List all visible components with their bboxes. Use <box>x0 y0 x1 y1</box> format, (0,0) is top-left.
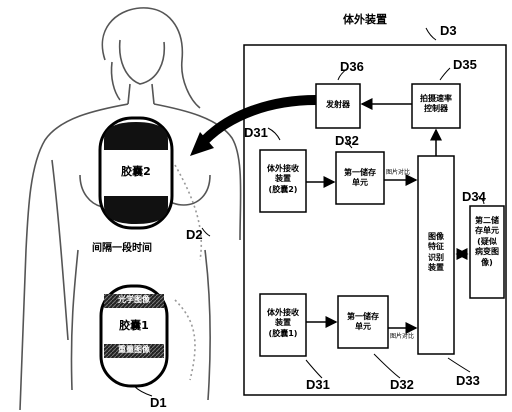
label-d32-bottom: D32 <box>390 377 414 392</box>
receiver-bottom-text-1: 体外接收 <box>267 308 299 317</box>
identifier-text-4: 装置 <box>428 263 444 273</box>
receiver-top-text-2: 装置 <box>275 174 291 184</box>
label-d36: D36 <box>340 59 364 74</box>
label-d35: D35 <box>453 57 477 72</box>
transmitter-label: 发射器 <box>316 100 360 110</box>
capsule-2 <box>98 116 174 230</box>
receiver-bottom-text-2: 装置 <box>275 318 291 328</box>
storage1-bottom-label: 第一储存 单元 <box>338 312 388 333</box>
capsule-1-label: 胶囊1 <box>119 319 149 332</box>
storage2-text-1: 第二储 <box>475 216 499 225</box>
receiver-top-text-3: (胶囊2) <box>268 184 298 194</box>
capsule-1-band-top: 光学图像 <box>118 295 150 304</box>
storage1-top-text-2: 单元 <box>352 178 368 188</box>
label-d1: D1 <box>150 395 167 410</box>
storage2-label: 第二储 存单元 (疑似 病变图 像) <box>470 216 504 268</box>
identifier-text-2: 特征 <box>428 242 444 252</box>
connectors <box>306 98 469 334</box>
label-d31-bottom: D31 <box>306 377 330 392</box>
transmitter-block <box>315 83 361 129</box>
storage1-top-label: 第一储存 单元 <box>336 168 384 189</box>
identifier-block <box>417 155 455 355</box>
edge-label-bottom: 图片对比 <box>390 333 415 340</box>
receiver-bottom-text-3: (胶囊1) <box>268 328 298 338</box>
controller-text-2: 控制器 <box>424 104 448 114</box>
storage2-text-4: 病变图 <box>475 247 499 257</box>
controller-text-1: 拍摄速率 <box>420 94 452 103</box>
label-d34: D34 <box>462 189 486 204</box>
external-device-title: 体外装置 <box>343 13 387 26</box>
capsule-2-label: 胶囊2 <box>121 165 151 178</box>
identifier-text-1: 图像 <box>428 232 444 241</box>
storage2-text-3: (疑似 <box>477 236 497 246</box>
label-d33: D33 <box>456 373 480 388</box>
receiver-top-block <box>259 149 307 213</box>
identifier-label: 图像 特征 识别 装置 <box>418 232 454 274</box>
storage2-text-5: 像) <box>481 257 493 267</box>
receiver-bottom-block <box>259 293 307 357</box>
external-device-frame <box>243 44 507 396</box>
label-leaders <box>133 27 485 397</box>
label-d2: D2 <box>186 227 203 242</box>
controller-block <box>411 83 461 129</box>
storage1-bottom-block <box>337 295 389 349</box>
storage1-top-block <box>335 151 385 205</box>
controller-label: 拍摄速率 控制器 <box>412 94 460 115</box>
storage2-block <box>469 205 505 299</box>
identifier-text-3: 识别 <box>428 252 444 262</box>
edge-label-top: 图片对比 <box>386 169 411 176</box>
wireless-arrow <box>190 95 317 156</box>
transmitter-text: 发射器 <box>326 100 350 109</box>
body-outline <box>19 7 242 411</box>
storage1-top-text-1: 第一储存 <box>344 168 376 177</box>
interval-text: 间隔一段时间 <box>92 243 152 254</box>
storage2-text-2: 存单元 <box>475 226 499 236</box>
storage1-bottom-text-2: 单元 <box>355 322 371 332</box>
capsule-1-band-bottom: 重量图像 <box>118 345 150 354</box>
label-d32-top: D32 <box>335 133 359 148</box>
receiver-top-label: 体外接收 装置 (胶囊2) <box>260 164 306 195</box>
label-d3: D3 <box>440 23 457 38</box>
label-d31-top: D31 <box>244 125 268 140</box>
receiver-bottom-label: 体外接收 装置 (胶囊1) <box>260 308 306 339</box>
receiver-top-text-1: 体外接收 <box>267 164 299 173</box>
storage1-bottom-text-1: 第一储存 <box>347 312 379 321</box>
